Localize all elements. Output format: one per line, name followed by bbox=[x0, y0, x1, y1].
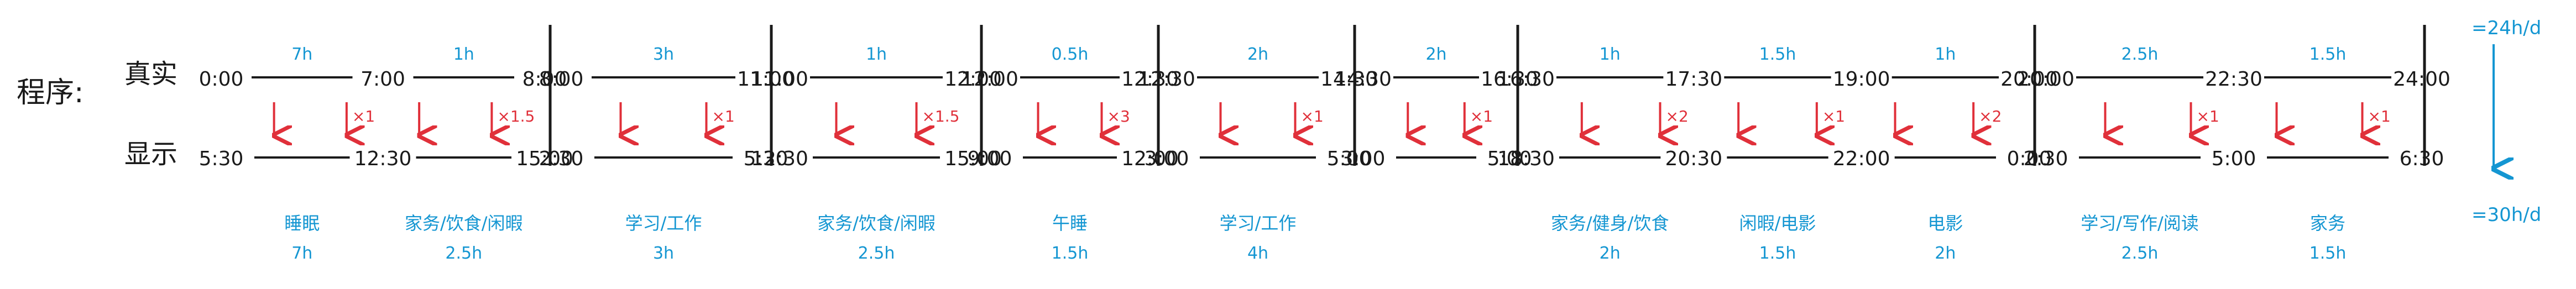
real-time-label: 8:00 bbox=[539, 68, 584, 91]
multiplier-label: ×1 bbox=[1822, 107, 1845, 125]
real-time-label: 24:00 bbox=[2393, 68, 2450, 91]
multiplier-label: ×1.5 bbox=[497, 107, 535, 125]
display-time-label: 12:30 bbox=[751, 148, 808, 170]
multiplier-label: ×3 bbox=[1107, 107, 1130, 125]
real-time-label: 17:30 bbox=[1665, 68, 1722, 91]
real-time-label: 20:00 bbox=[2000, 68, 2058, 91]
scheme-label: 程序: bbox=[17, 76, 84, 109]
real-time-label: 14:30 bbox=[1320, 68, 1378, 91]
duration-label: 1.5h bbox=[1759, 45, 1796, 64]
category-name: 闲暇/电影 bbox=[1739, 213, 1816, 234]
display-time-label: 5:00 bbox=[1327, 148, 1372, 170]
category-name: 家务/饮食/闲暇 bbox=[405, 213, 523, 234]
real-time-label: 12:30 bbox=[1138, 68, 1195, 91]
multiplier-label: ×1.5 bbox=[922, 107, 960, 125]
duration-label: 1h bbox=[1935, 45, 1956, 64]
duration-label: 2h bbox=[1247, 45, 1268, 64]
duration-label: 7h bbox=[291, 45, 312, 64]
display-total: =30h/d bbox=[2472, 204, 2541, 226]
real-time-label: 14:30 bbox=[1334, 68, 1392, 91]
display-time-label: 9:00 bbox=[968, 148, 1012, 170]
real-time-label: 16:30 bbox=[1497, 68, 1555, 91]
duration-label: 2h bbox=[1425, 45, 1446, 64]
real-time-label: 12:30 bbox=[1121, 68, 1179, 91]
category-name: 午睡 bbox=[1052, 213, 1088, 234]
duration-label: 1h bbox=[453, 45, 474, 64]
multiplier-label: ×1 bbox=[712, 107, 735, 125]
display-time-label: 6:30 bbox=[2400, 148, 2444, 170]
category-name: 电影 bbox=[1927, 213, 1963, 234]
category-hours: 2.5h bbox=[445, 244, 482, 263]
display-time-label: 2:30 bbox=[2024, 148, 2068, 170]
real-row-label: 真实 bbox=[124, 59, 177, 90]
display-time-label: 0:00 bbox=[2007, 148, 2052, 170]
multiplier-label: ×1 bbox=[2368, 107, 2391, 125]
real-time-label: 22:30 bbox=[2205, 68, 2263, 91]
display-time-label: 5:30 bbox=[199, 148, 244, 170]
display-time-label: 3:00 bbox=[1341, 148, 1386, 170]
multiplier-label: ×2 bbox=[1666, 107, 1689, 125]
real-time-label: 19:00 bbox=[1833, 68, 1890, 91]
duration-label: 1.5h bbox=[2309, 45, 2347, 64]
real-time-label: 16:30 bbox=[1481, 68, 1538, 91]
display-time-label: 5:00 bbox=[2212, 148, 2256, 170]
display-time-label: 20:30 bbox=[1665, 148, 1722, 170]
display-time-label: 5:00 bbox=[1487, 148, 1532, 170]
display-row-label: 显示 bbox=[124, 139, 177, 170]
multiplier-label: ×1 bbox=[1301, 107, 1324, 125]
real-time-label: 11:00 bbox=[737, 68, 795, 91]
display-time-label: 12:30 bbox=[354, 148, 412, 170]
display-time-label: 5:30 bbox=[744, 148, 788, 170]
category-name: 家务/健身/饮食 bbox=[1551, 213, 1669, 234]
duration-label: 1h bbox=[1600, 45, 1621, 64]
display-time-label: 22:00 bbox=[1833, 148, 1890, 170]
real-time-label: 12:00 bbox=[961, 68, 1018, 91]
display-time-label: 2:30 bbox=[539, 148, 584, 170]
category-hours: 7h bbox=[291, 244, 312, 263]
duration-label: 3h bbox=[653, 45, 674, 64]
multiplier-label: ×1 bbox=[352, 107, 375, 125]
real-time-label: 11:00 bbox=[751, 68, 808, 91]
real-time-label: 0:00 bbox=[199, 68, 244, 91]
display-time-label: 15:00 bbox=[516, 148, 573, 170]
real-time-label: 7:00 bbox=[360, 68, 405, 91]
real-time-label: 20:00 bbox=[2017, 68, 2075, 91]
display-time-label: 18:30 bbox=[1497, 148, 1555, 170]
duration-label: 1h bbox=[866, 45, 887, 64]
category-name: 家务 bbox=[2310, 213, 2345, 234]
category-hours: 2h bbox=[1935, 244, 1956, 263]
category-name: 家务/饮食/闲暇 bbox=[817, 213, 936, 234]
real-total: =24h/d bbox=[2472, 17, 2541, 39]
display-time-label: 15:00 bbox=[944, 148, 1002, 170]
real-time-label: 8:00 bbox=[522, 68, 567, 91]
duration-label: 0.5h bbox=[1052, 45, 1089, 64]
display-time-label: 12:00 bbox=[1121, 148, 1179, 170]
category-hours: 1.5h bbox=[1052, 244, 1089, 263]
multiplier-label: ×1 bbox=[1470, 107, 1493, 125]
category-hours: 1.5h bbox=[2309, 244, 2347, 263]
real-time-label: 12:00 bbox=[944, 68, 1002, 91]
category-hours: 2.5h bbox=[2122, 244, 2159, 263]
category-hours: 2.5h bbox=[858, 244, 895, 263]
category-hours: 4h bbox=[1247, 244, 1268, 263]
category-hours: 2h bbox=[1600, 244, 1621, 263]
category-name: 学习/写作/阅读 bbox=[2081, 213, 2199, 234]
category-name: 睡眠 bbox=[284, 213, 320, 234]
category-name: 学习/工作 bbox=[625, 213, 702, 234]
display-time-label: 3:00 bbox=[1145, 148, 1189, 170]
multiplier-label: ×1 bbox=[2197, 107, 2219, 125]
multiplier-label: ×2 bbox=[1979, 107, 2002, 125]
category-hours: 1.5h bbox=[1759, 244, 1796, 263]
category-hours: 3h bbox=[653, 244, 674, 263]
duration-label: 2.5h bbox=[2122, 45, 2159, 64]
category-name: 学习/工作 bbox=[1220, 213, 1297, 234]
